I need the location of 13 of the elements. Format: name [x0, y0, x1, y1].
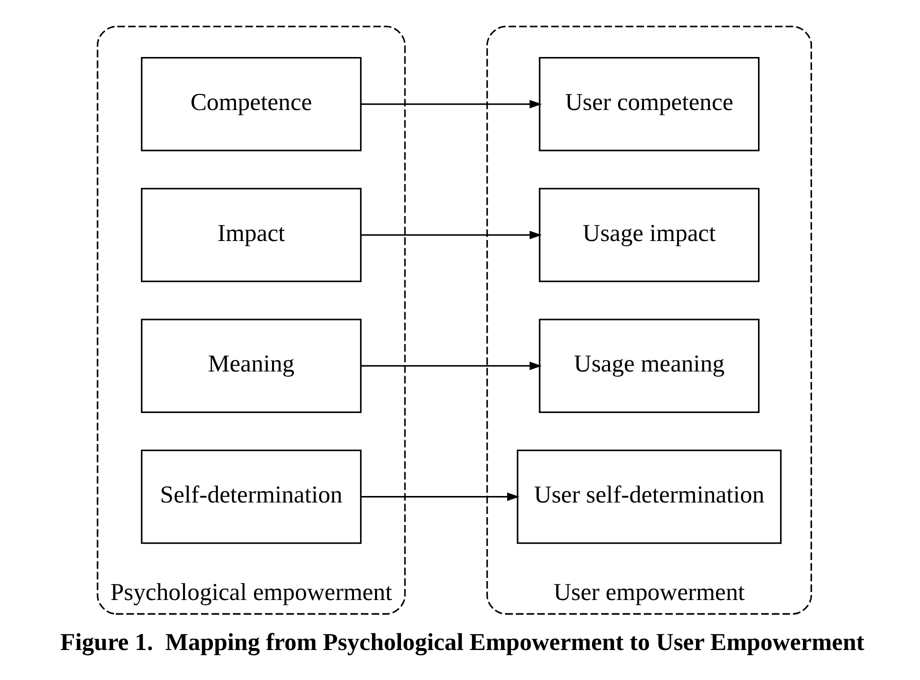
node-box: Self-determination — [140, 450, 362, 544]
node-box: User competence — [538, 56, 760, 152]
node-box: Usage meaning — [538, 318, 760, 414]
arrow — [360, 362, 542, 370]
arrow — [360, 492, 519, 502]
arrow — [360, 100, 542, 108]
node-box: Competence — [140, 56, 362, 152]
caption: Figure 1. Mapping from Psychological Empowerment to User Empowerment — [60, 629, 864, 656]
node-box: Impact — [140, 188, 362, 282]
node-box: User self-determination — [516, 450, 782, 544]
node-box: Usage impact — [538, 188, 760, 282]
arrow — [360, 230, 542, 240]
node-box: Meaning — [140, 318, 362, 414]
